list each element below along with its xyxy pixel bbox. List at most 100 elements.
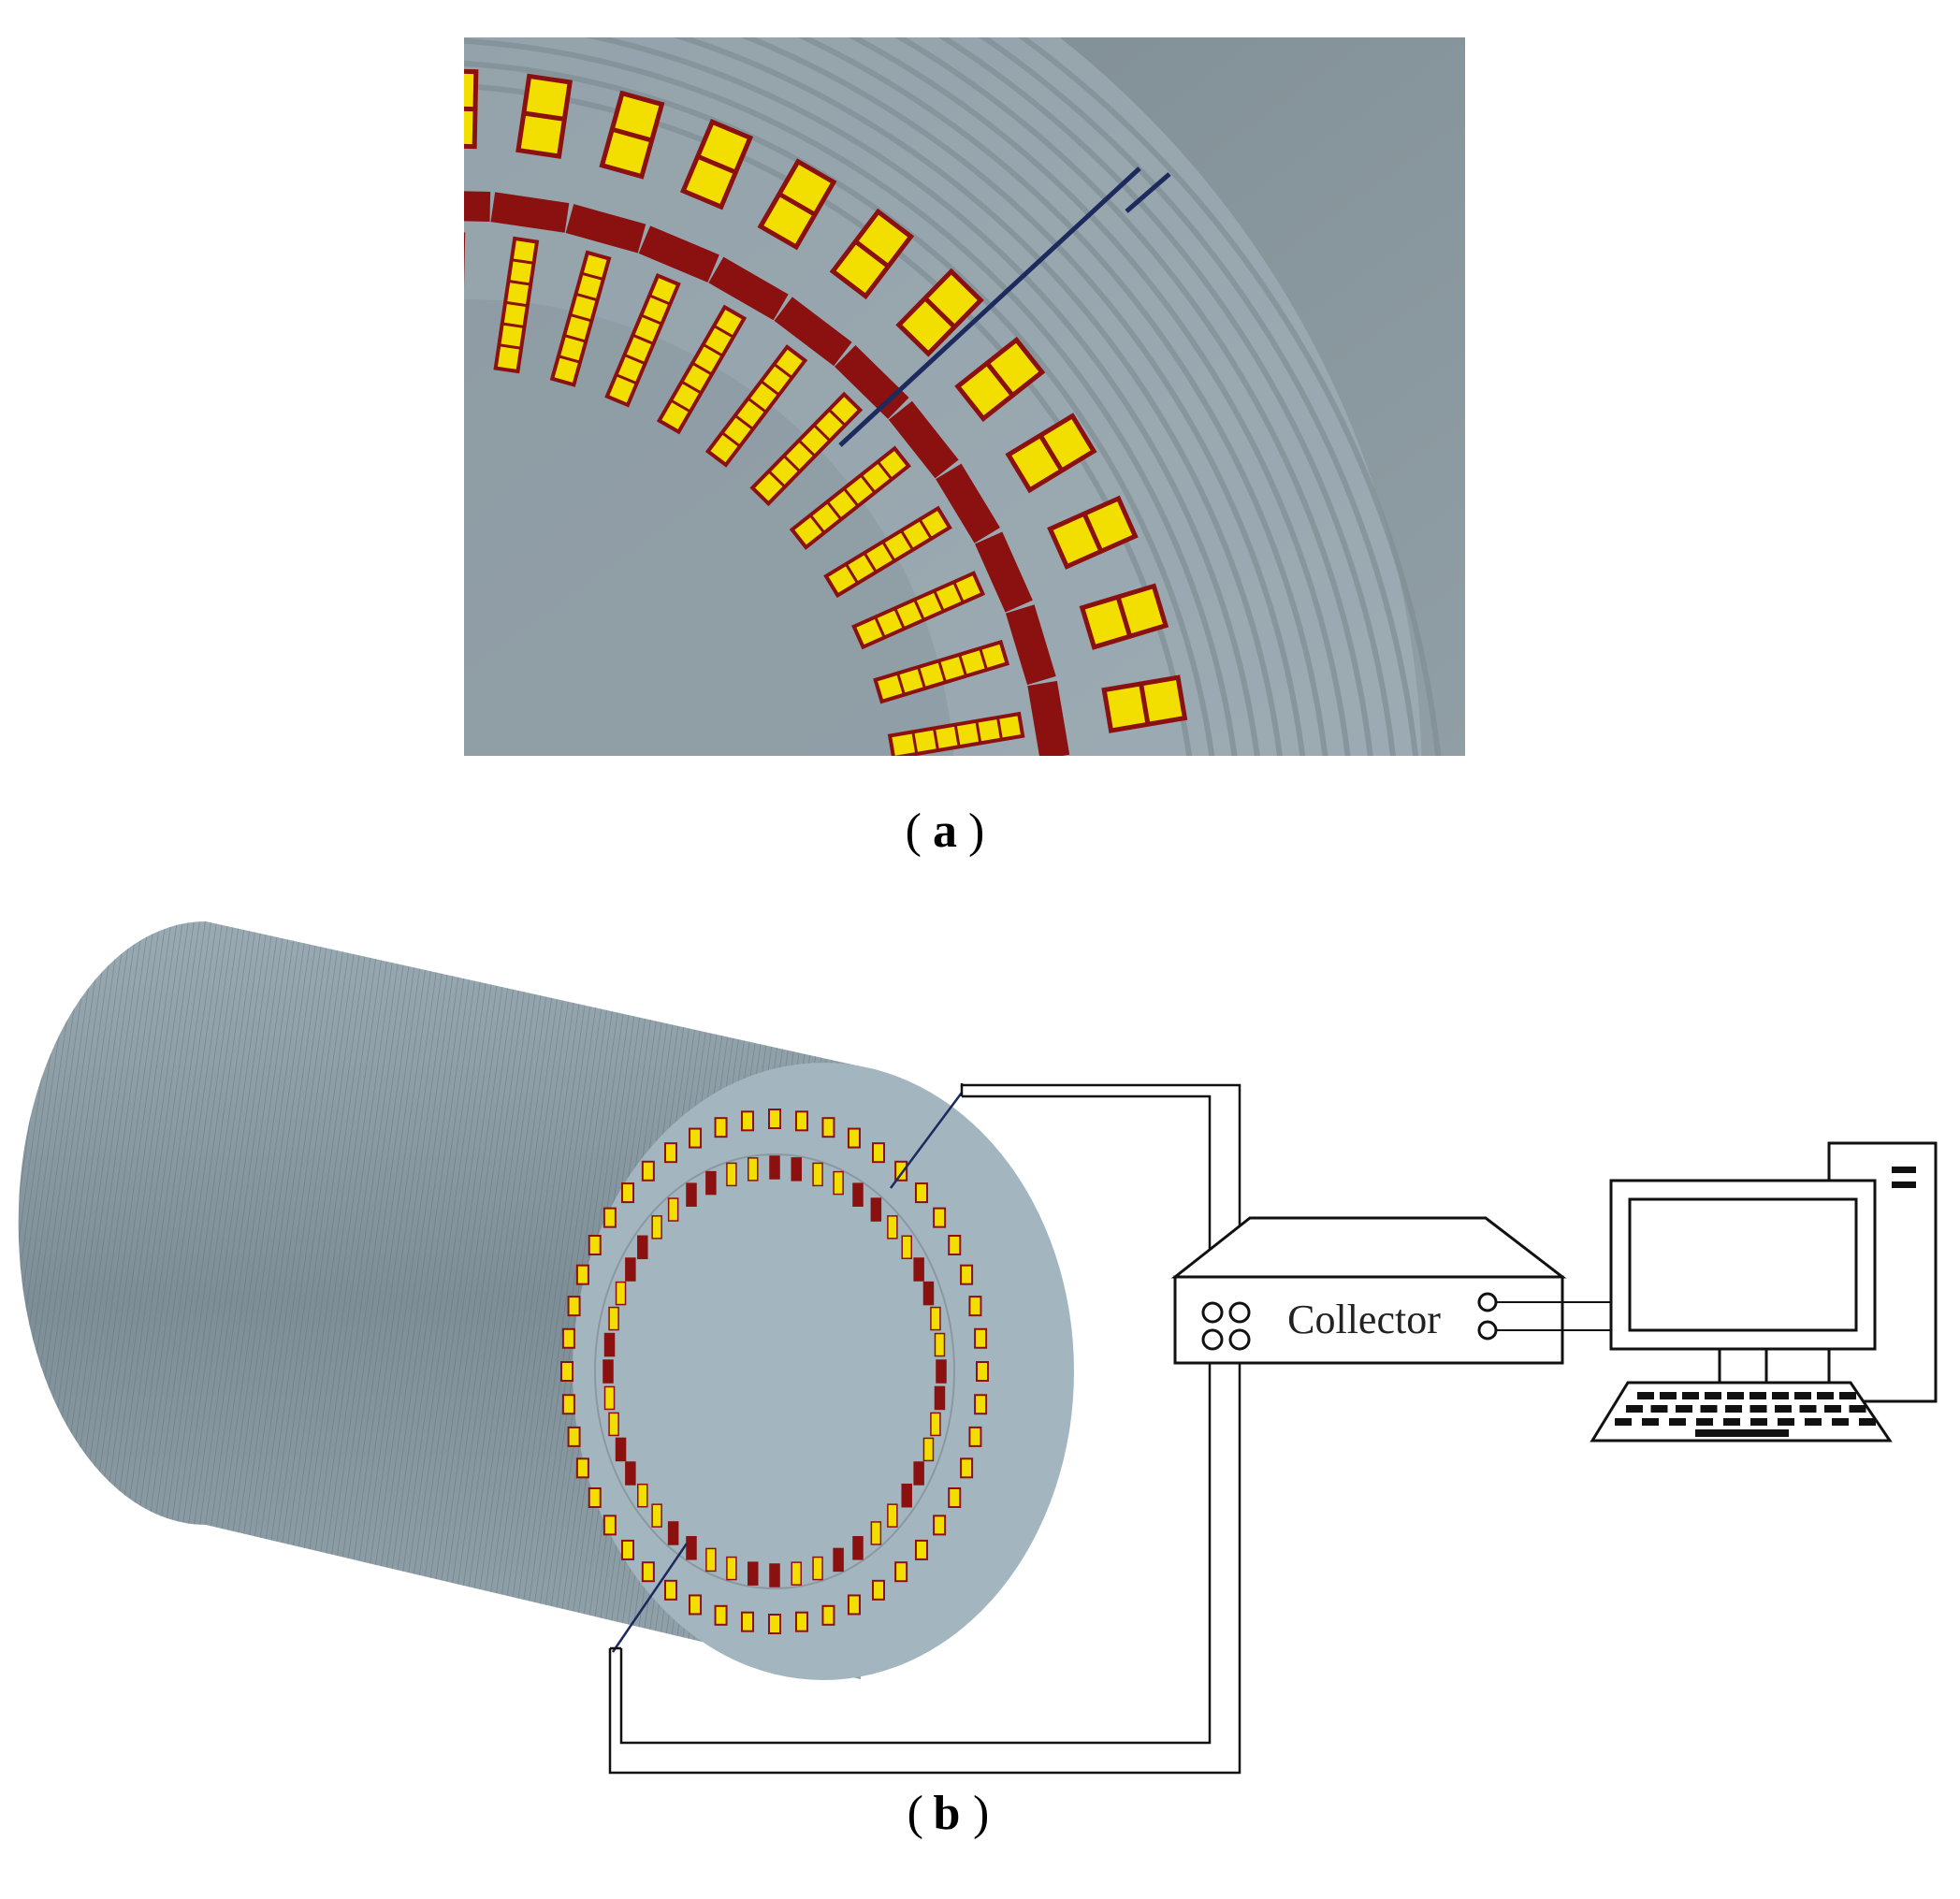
- outer-coil-divider: [1038, 434, 1065, 472]
- probe-wire-b-bottom: [611, 1543, 689, 1653]
- outer-coil-divider: [344, 110, 385, 115]
- end-winding-block: [565, 204, 646, 254]
- inner-coil-turn: [979, 647, 988, 671]
- monitor-stand: [1718, 1347, 1768, 1384]
- inner-coil-turn: [581, 271, 604, 282]
- outer-coil-b: [560, 1361, 573, 1382]
- collector-port-icon: [1228, 1301, 1251, 1324]
- end-winding-block: [1005, 604, 1056, 686]
- inner-coil-turn: [913, 599, 925, 621]
- outer-coil: [757, 158, 837, 251]
- inner-coil-turn: [767, 470, 786, 488]
- inner-coil: [704, 344, 808, 468]
- outer-coil-b: [575, 1264, 589, 1285]
- outer-coil-b: [641, 1160, 655, 1181]
- keyboard-key: [1727, 1392, 1744, 1399]
- keyboard-key: [1824, 1405, 1841, 1413]
- inner-coil-turn: [370, 257, 392, 260]
- outer-coil-b: [794, 1611, 808, 1632]
- end-winding: [774, 297, 852, 367]
- outer-coil-b: [974, 1327, 988, 1349]
- end-winding: [1040, 760, 1073, 835]
- inner-coil-turn: [587, 251, 610, 260]
- outer-coil: [829, 208, 915, 300]
- inner-coil-b: [726, 1556, 737, 1581]
- inner-coil-turn: [439, 320, 461, 321]
- outer-coil-b: [847, 1127, 861, 1149]
- keyboard-key: [1832, 1418, 1849, 1426]
- end-winding: [337, 191, 414, 228]
- outer-coil-body: [1115, 771, 1192, 815]
- outer-coil: [1047, 495, 1139, 570]
- inner-coil: [789, 445, 911, 550]
- end-winding-block: [936, 463, 1000, 544]
- end-winding: [638, 225, 719, 283]
- inner-coil-b: [686, 1182, 697, 1207]
- end-winding: [464, 190, 491, 222]
- caption-b-open: (: [907, 1787, 923, 1840]
- outer-coil-b: [821, 1604, 835, 1626]
- probe-wire-b-top: [889, 1092, 964, 1189]
- outer-coil-b: [933, 1515, 947, 1536]
- lead-wire-outer: [608, 1083, 1241, 1775]
- outer-coil-b: [603, 1207, 617, 1228]
- inner-coil-turn: [953, 724, 961, 747]
- end-winding: [565, 204, 646, 254]
- inner-coil-b: [651, 1215, 662, 1239]
- end-winding: [888, 400, 959, 479]
- inner-coil-b: [603, 1359, 614, 1384]
- inner-coil-turn: [900, 529, 915, 551]
- outer-coil-b: [894, 1160, 908, 1181]
- monitor-screen: [1628, 1197, 1858, 1332]
- inner-coil-b: [667, 1521, 679, 1545]
- outer-coil-body: [464, 68, 479, 150]
- inner-coil-turn: [441, 234, 463, 235]
- inner-coil-turn: [563, 334, 587, 343]
- outer-coil-b: [960, 1457, 974, 1479]
- outer-coil-divider: [1082, 513, 1104, 553]
- outer-coil-b: [968, 1426, 982, 1447]
- inner-coil-turn: [932, 728, 939, 751]
- inner-coil-turn: [845, 563, 860, 585]
- keyboard-key: [1725, 1405, 1742, 1413]
- end-winding-block: [490, 192, 570, 233]
- inner-coil-turn: [680, 380, 703, 395]
- inner-coil-turn: [896, 673, 906, 696]
- collector-port-icon: [1201, 1301, 1224, 1324]
- keyboard-key: [1650, 1405, 1668, 1413]
- inner-coil-b: [651, 1503, 662, 1528]
- inner-coil-b: [705, 1547, 717, 1573]
- inner-coil-turn: [373, 300, 396, 303]
- outer-coil-divider: [611, 126, 653, 143]
- inner-coil-turn: [501, 322, 525, 329]
- inner-coil-turn: [378, 343, 400, 346]
- inner-coil: [549, 250, 612, 387]
- outer-coil-b: [689, 1594, 703, 1616]
- inner-coil: [823, 505, 952, 599]
- outer-coil-b: [567, 1426, 581, 1447]
- inner-coil-turn: [747, 397, 767, 413]
- keyboard-key: [1669, 1418, 1686, 1426]
- inner-coil-b: [625, 1257, 636, 1282]
- inner-coil: [887, 711, 1025, 756]
- inner-coil-b: [922, 1281, 935, 1306]
- inner-coil-b: [930, 1412, 941, 1437]
- inner-coil-turn: [575, 292, 599, 302]
- inner-coil: [367, 236, 403, 369]
- inner-coil-b: [769, 1155, 780, 1180]
- caption-b-close: ): [973, 1787, 989, 1840]
- pc-tower-slot: [1892, 1167, 1916, 1173]
- inner-coil-b: [833, 1547, 844, 1573]
- outer-coil-b: [588, 1487, 602, 1508]
- inner-coil-turn: [797, 439, 817, 457]
- outer-coil-b: [561, 1394, 575, 1415]
- inner-coil-turn: [877, 460, 893, 481]
- inner-coil-turn: [615, 373, 638, 385]
- outer-coil-b: [741, 1611, 755, 1632]
- bore-region: [464, 299, 953, 756]
- inner-coil-turn: [874, 616, 886, 639]
- outer-coil-b: [768, 1614, 781, 1634]
- keyboard-key: [1682, 1392, 1699, 1399]
- panel-b: Collector ( b ): [18, 921, 1938, 1840]
- outer-coil: [895, 268, 984, 357]
